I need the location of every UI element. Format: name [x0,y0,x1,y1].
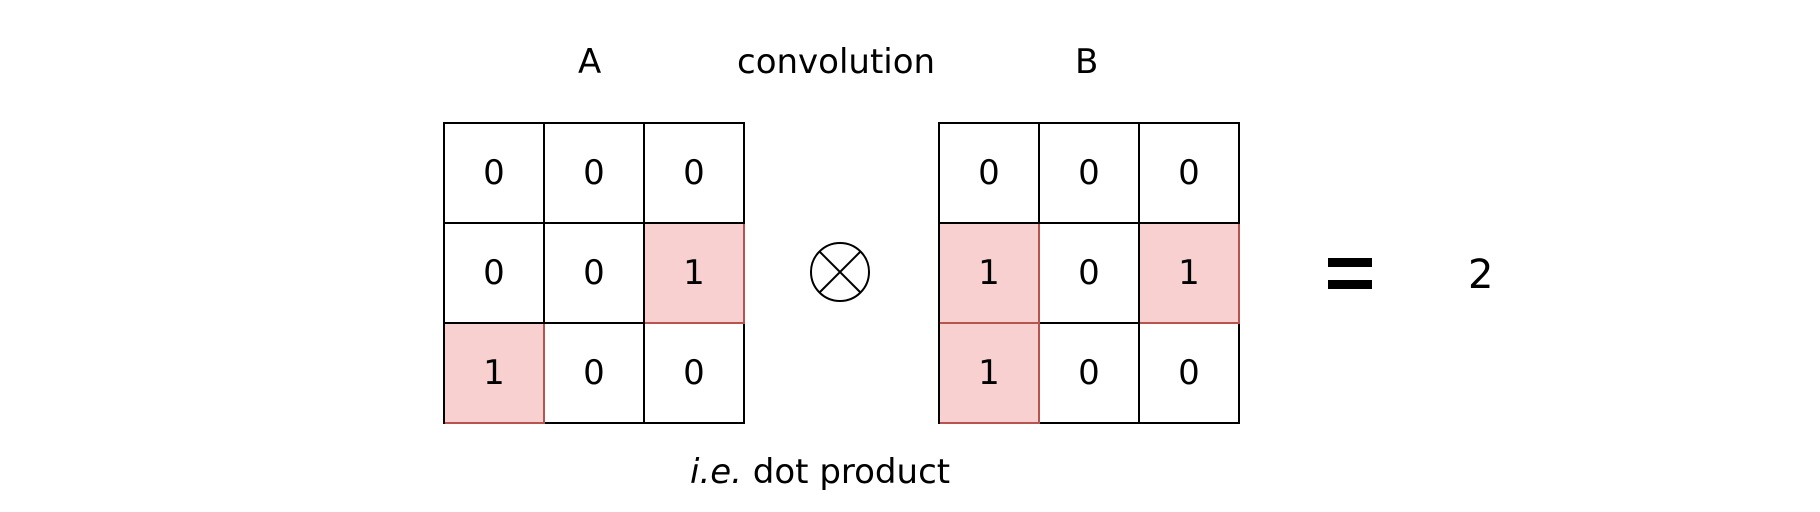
matrix-a-cell-highlighted: 1 [445,324,545,424]
operation-label: convolution [737,42,936,82]
matrix-b-cell: 0 [1040,224,1140,324]
matrix-a-label: A [578,42,602,82]
footer-text: dot product [752,452,951,492]
matrix-a-cell: 0 [445,224,545,324]
matrix-b-cell: 0 [1140,324,1240,424]
matrix-a: 0 0 0 0 0 1 1 0 0 [443,122,745,424]
equals-icon [1328,258,1372,289]
matrix-b: 0 0 0 1 0 1 1 0 0 [938,122,1240,424]
matrix-a-cell: 0 [545,124,645,224]
matrix-b-cell-highlighted: 1 [1140,224,1240,324]
matrix-a-cell: 0 [445,124,545,224]
matrix-b-cell: 0 [1040,324,1140,424]
matrix-b-cell-highlighted: 1 [940,324,1040,424]
result-value: 2 [1468,252,1494,298]
matrix-b-cell: 0 [1140,124,1240,224]
matrix-a-cell: 0 [545,324,645,424]
matrix-a-cell-highlighted: 1 [645,224,745,324]
footer-caption: i.e. dot product [690,452,950,492]
footer-ie: i.e. [690,452,742,492]
matrix-a-cell: 0 [545,224,645,324]
matrix-b-cell: 0 [1040,124,1140,224]
matrix-b-cell: 0 [940,124,1040,224]
circled-times-icon [810,242,870,302]
matrix-a-cell: 0 [645,124,745,224]
matrix-a-cell: 0 [645,324,745,424]
matrix-b-cell-highlighted: 1 [940,224,1040,324]
matrix-b-label: B [1075,42,1099,82]
